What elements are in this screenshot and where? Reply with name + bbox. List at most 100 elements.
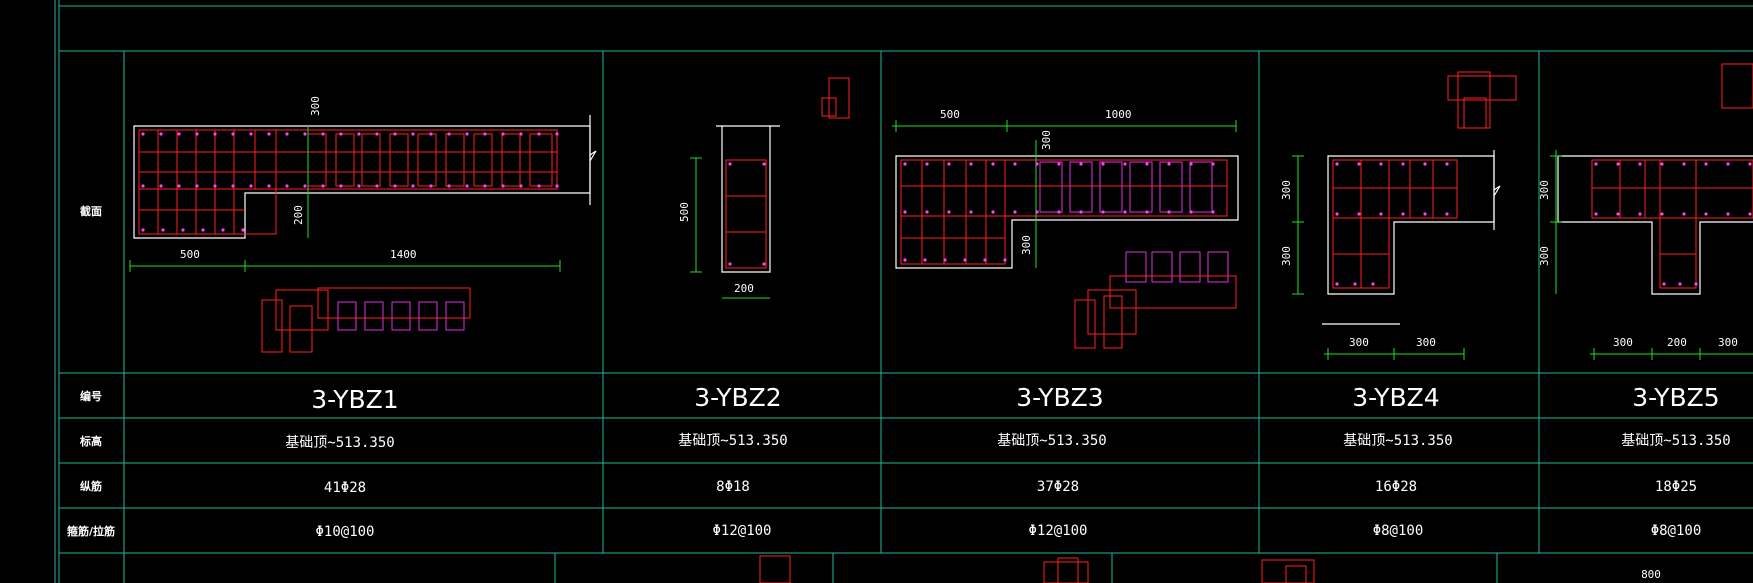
ybz1-flange-rebar [138,129,558,190]
ybz3-detail-ties [1074,251,1237,349]
rebar-dot [1682,162,1686,166]
rebar-dot [303,184,307,188]
section-ybz4[interactable]: 300 300 300 300 [1280,71,1517,360]
row-header-stirrup: 箍筋/拉筋 [67,524,115,538]
rebar-dot [213,184,217,188]
rebar-dot [923,258,927,262]
rebar-dot [947,162,951,166]
rebar-dot [393,184,397,188]
column-id-ybz2: 3-YBZ2 [694,383,781,412]
ybz1-dim-bottom [129,260,561,272]
row-header-longitudinal: 纵筋 [80,479,102,493]
rebar-dot [221,228,225,232]
rebar-dot [983,258,987,262]
ybz2-rebar [725,159,767,269]
rebar-dot [925,162,929,166]
ybz5-flange-rebar [1591,159,1753,219]
ybz5-dim-300-v1: 300 [1538,180,1551,200]
rebar-dots [141,132,1752,286]
rebar-dot [429,132,433,136]
section-ybz1[interactable]: 300 200 500 1400 [129,96,597,353]
rebar-dot [519,132,523,136]
rebar-dot [969,162,973,166]
rebar-dot [1035,162,1039,166]
rebar-dot [1357,212,1361,216]
rebar-dot [1101,210,1105,214]
ybz4-ties [1333,160,1457,288]
rebar-dot [195,184,199,188]
ybz3-flange-rebar [900,159,1228,217]
ybz3-ties [901,160,1227,264]
rebar-dot [1079,210,1083,214]
rebar-dot [1013,162,1017,166]
longitudinal-ybz3: 37Φ28 [1037,479,1079,495]
rebar-dot [1003,258,1007,262]
rebar-dot [947,210,951,214]
longitudinal-ybz1: 41Φ28 [324,480,366,496]
ybz3-dim-1000: 1000 [1105,108,1132,121]
rebar-dot [1660,162,1664,166]
ybz1-dim-500: 500 [180,248,200,261]
rebar-dot [1694,282,1698,286]
ybz4-dim-horizontal [1324,348,1465,360]
ybz4-dim-300-h2: 300 [1416,336,1436,349]
rebar-dot [1145,162,1149,166]
rebar-dot [241,228,245,232]
section-ybz5[interactable]: 300 300 300 200 300 [1538,63,1753,360]
rebar-dot [159,132,163,136]
section-ybz2[interactable]: 500 200 [678,77,850,299]
rebar-dot [1638,212,1642,216]
rebar-dot [1379,162,1383,166]
ybz5-dim-200: 200 [1667,336,1687,349]
row-header-number: 编号 [80,389,102,403]
ybz2-dim-200: 200 [734,282,754,295]
rebar-dot [963,258,967,262]
rebar-dot [231,132,235,136]
rebar-dot [1371,282,1375,286]
rebar-dot [762,162,766,166]
elevation-ybz3: 基础顶~513.350 [997,432,1106,449]
rebar-dot [537,132,541,136]
section-ybz3[interactable]: 500 1000 300 300 [892,108,1239,349]
table-grid [54,0,1753,583]
row-header-section: 截面 [80,204,102,218]
rebar-dot [991,210,995,214]
rebar-dot [447,132,451,136]
rebar-dot [161,228,165,232]
rebar-dot [1123,210,1127,214]
rebar-dot [555,132,559,136]
ybz3-boundary-rebar [900,159,1006,265]
elevation-ybz1: 基础顶~513.350 [285,434,394,451]
rebar-dot [321,184,325,188]
ybz5-dim-300-v2: 300 [1538,246,1551,266]
rebar-dot [537,184,541,188]
rebar-dot [1035,210,1039,214]
rebar-dot [285,132,289,136]
rebar-dot [357,132,361,136]
rebar-dot [1013,210,1017,214]
rebar-dot [1423,212,1427,216]
rebar-dot [177,132,181,136]
rebar-dot [1145,210,1149,214]
rebar-dot [903,210,907,214]
rebar-dot [1123,162,1127,166]
rebar-dot [141,228,145,232]
elevation-ybz2: 基础顶~513.350 [678,432,787,449]
rebar-dot [762,262,766,266]
stirrup-ybz4: Φ8@100 [1373,523,1424,539]
rebar-dot [339,184,343,188]
rebar-dot [411,184,415,188]
ybz2-dim-vertical [690,157,702,273]
rebar-dot [1662,282,1666,286]
column-id-ybz1: 3-YBZ1 [311,385,398,414]
rebar-dot [1335,212,1339,216]
ybz4-dim-300-h1: 300 [1349,336,1369,349]
rebar-dot [375,132,379,136]
rebar-dot [1616,162,1620,166]
rebar-dot [1189,210,1193,214]
bottom-row-details [759,555,1315,583]
rebar-dot [267,184,271,188]
rebar-dot [213,132,217,136]
rebar-dot [465,132,469,136]
